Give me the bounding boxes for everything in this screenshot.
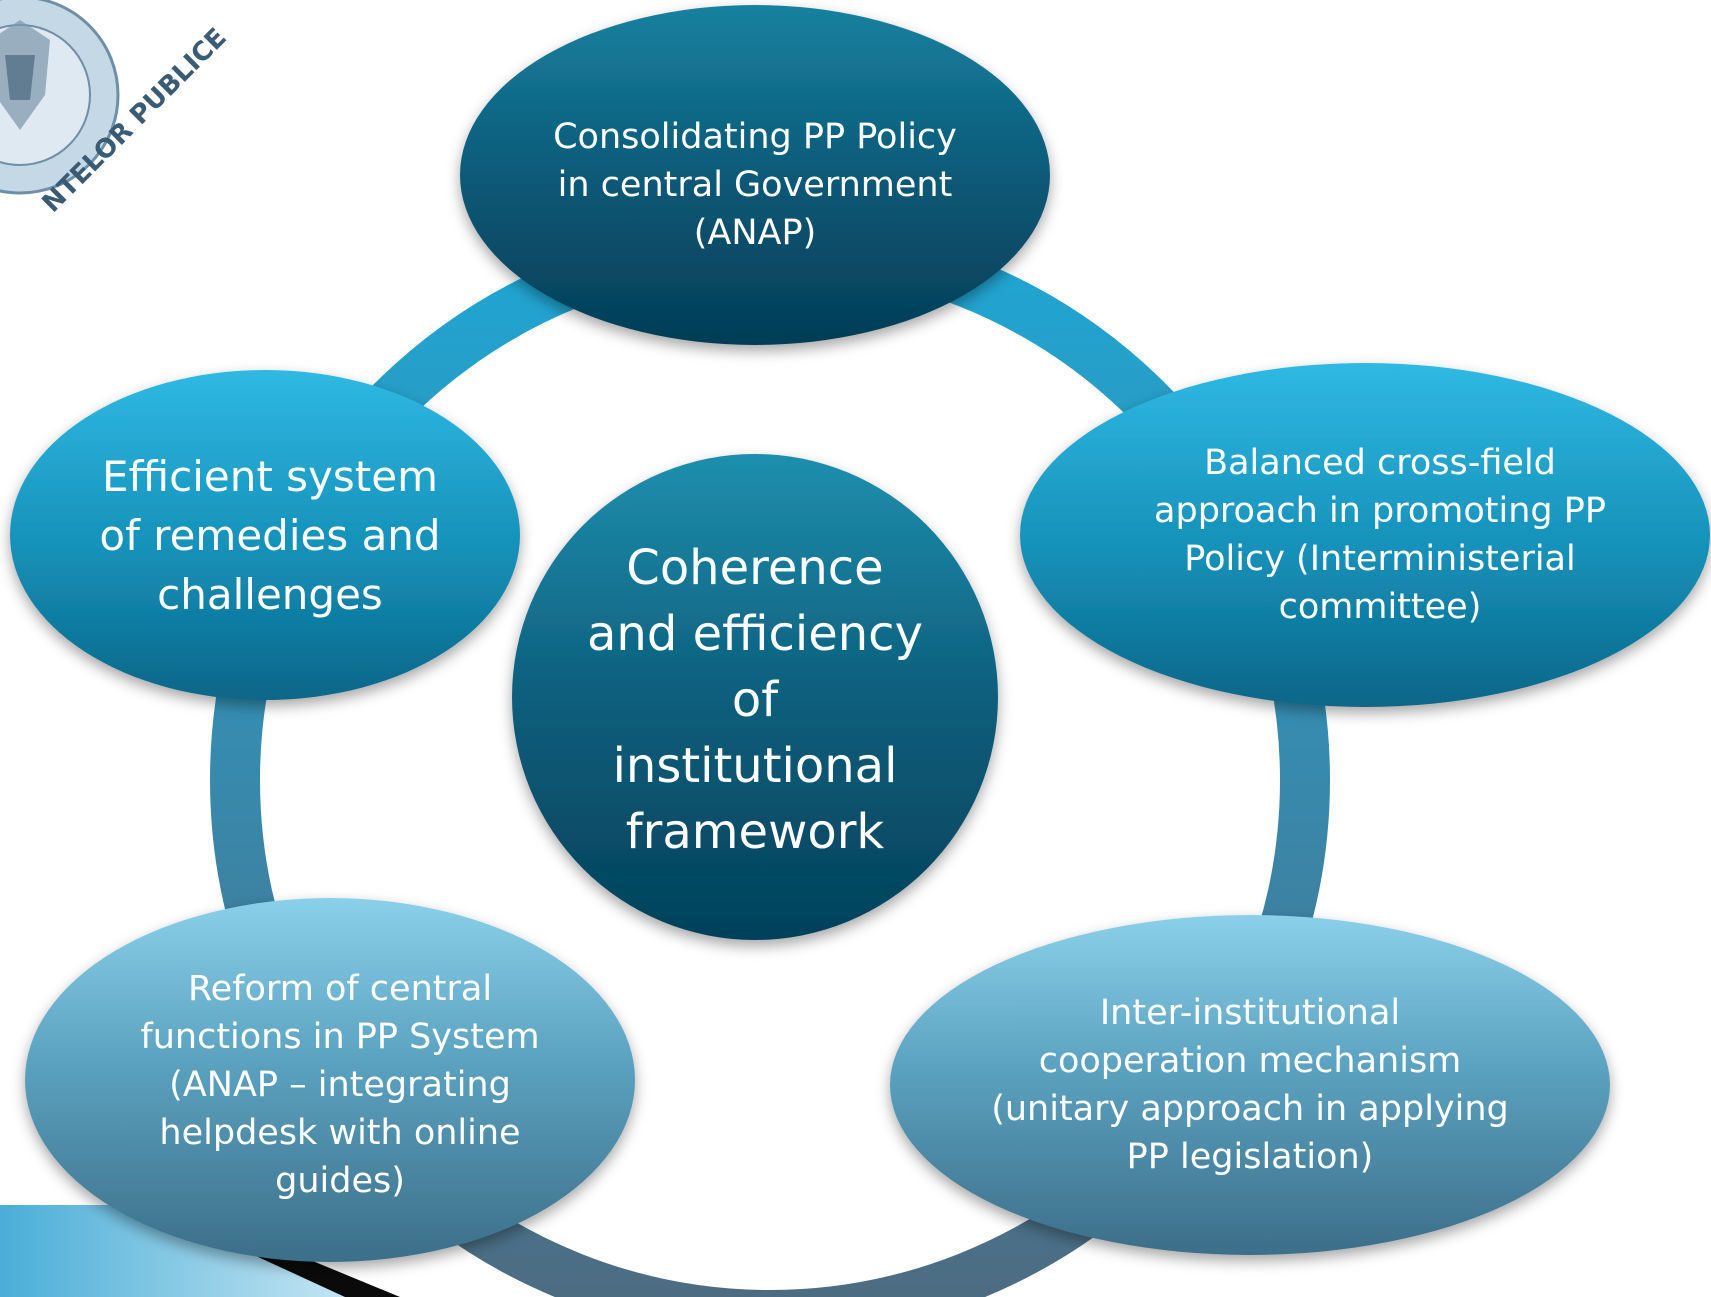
center-label: Coherence and efficiency of institutiona…	[587, 540, 923, 860]
node-ellipse-bottom-right	[890, 915, 1610, 1255]
node-ellipse-top	[460, 5, 1050, 345]
node-label-top: Consolidating PP Policy in central Gover…	[553, 117, 957, 253]
node-ellipse-left	[10, 370, 520, 700]
node-label-right: Balanced cross-field approach in promoti…	[1154, 443, 1606, 627]
node-label-bottom-left: Reform of central functions in PP System…	[140, 969, 540, 1201]
center-circle	[512, 454, 998, 940]
logo-seal	[0, 0, 120, 195]
node-label-left: Efficient system of remedies and challen…	[99, 451, 441, 619]
node-label-bottom-right: Inter-institutional cooperation mechanis…	[991, 993, 1509, 1177]
node-ellipse-right	[1020, 363, 1710, 707]
node-ellipse-bottom-left	[25, 898, 635, 1262]
